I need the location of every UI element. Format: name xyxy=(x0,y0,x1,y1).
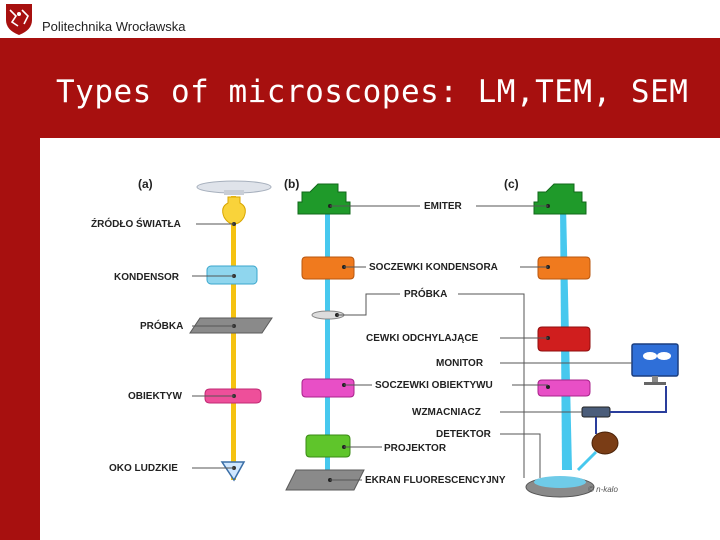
tem-emitter xyxy=(297,183,351,215)
tem-objective-lens xyxy=(301,378,355,398)
copyright-watermark: © n-kalo xyxy=(588,485,618,494)
university-logo xyxy=(6,4,32,35)
tem-electron-beam xyxy=(325,205,330,483)
lm-column xyxy=(189,180,273,482)
label-deflection-coils: CEWKI ODCHYLAJĄCE xyxy=(366,333,479,344)
lm-light-beam xyxy=(231,196,236,480)
panel-label-a: (a) xyxy=(138,177,153,191)
label-monitor: MONITOR xyxy=(436,358,484,369)
slide-title: Types of microscopes: LM,TEM, SEM xyxy=(56,74,689,110)
left-accent-strip xyxy=(0,38,40,540)
label-lm-sample: PRÓBKA xyxy=(140,319,183,332)
panel-label-c: (c) xyxy=(504,177,519,191)
tem-projector-lens xyxy=(305,434,351,458)
panel-label-b: (b) xyxy=(284,177,299,191)
header-bar: Politechnika Wrocławska xyxy=(0,0,720,38)
label-connectors xyxy=(330,205,632,481)
label-projector: PROJEKTOR xyxy=(384,443,447,454)
label-detector: DETEKTOR xyxy=(436,429,492,440)
slide-content xyxy=(40,138,720,540)
label-condenser: KONDENSOR xyxy=(114,272,180,283)
sem-amplifier-box xyxy=(581,406,611,418)
sem-deflection-coils xyxy=(537,326,591,352)
sem-condenser-lens xyxy=(537,256,591,280)
sem-objective-lens xyxy=(537,379,591,397)
university-name: Politechnika Wrocławska xyxy=(42,19,186,34)
sem-column xyxy=(525,183,679,498)
sem-emitter xyxy=(533,183,587,215)
label-condenser-lenses: SOCZEWKI KONDENSORA xyxy=(369,262,498,273)
tem-column xyxy=(285,183,365,491)
label-objective-lenses: SOCZEWKI OBIEKTYWU xyxy=(375,380,493,391)
lm-condenser-lens xyxy=(206,265,258,285)
tem-condenser-lens xyxy=(301,256,355,280)
title-band xyxy=(40,38,720,138)
lm-light-bulb xyxy=(222,196,246,225)
tem-fluorescent-screen xyxy=(285,469,365,491)
label-emitter: EMITER xyxy=(424,201,463,212)
sem-detector xyxy=(591,431,619,455)
label-objective: OBIEKTYW xyxy=(128,391,182,402)
sem-monitor-icon xyxy=(631,343,679,377)
sem-cable xyxy=(610,386,667,413)
label-sample: PRÓBKA xyxy=(404,287,447,300)
label-light-source: ŹRÓDŁO ŚWIATŁA xyxy=(91,217,181,230)
label-screen: EKRAN FLUORESCENCYJNY xyxy=(365,475,506,486)
label-amplifier: WZMACNIACZ xyxy=(412,407,481,418)
lm-eye-icon xyxy=(220,461,246,482)
label-eye: OKO LUDZKIE xyxy=(109,463,178,474)
